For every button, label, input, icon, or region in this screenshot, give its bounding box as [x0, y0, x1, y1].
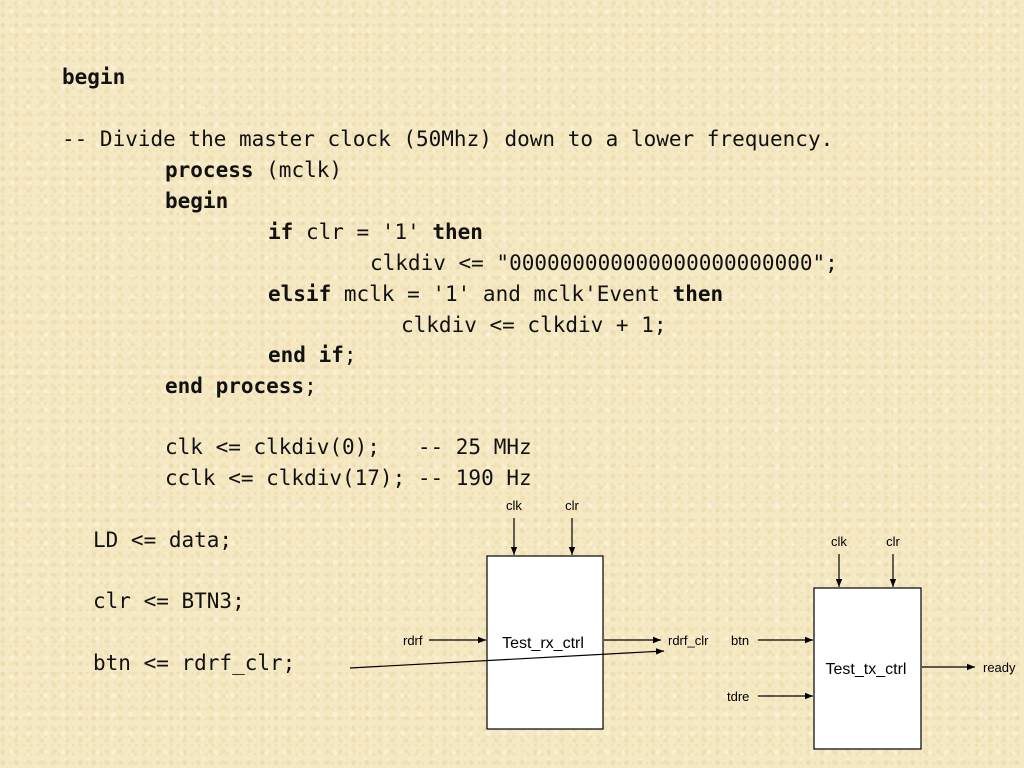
- code-clr-assign: clr <= BTN3;: [93, 589, 245, 613]
- keyword-elsif: elsif: [268, 282, 332, 306]
- tx-ready-label: ready: [983, 660, 1016, 675]
- tx-tdre-label: tdre: [727, 689, 749, 704]
- code-clkdiv-increment: clkdiv <= clkdiv + 1;: [401, 313, 667, 337]
- code-clkdiv-reset: clkdiv <= "000000000000000000000000";: [370, 251, 838, 275]
- code-btn-assign: btn <= rdrf_clr;: [93, 651, 296, 675]
- tx-clr-label: clr: [886, 534, 900, 549]
- code-process-line: process (mclk): [165, 157, 342, 183]
- rx-rdrf-clr-label: rdrf_clr: [668, 633, 709, 648]
- tx-ctrl-label: Test_tx_ctrl: [826, 661, 907, 678]
- end-process-semicolon: ;: [304, 374, 317, 398]
- rx-ctrl-block: [486, 555, 604, 730]
- code-if-line: if clr = '1' then: [268, 219, 483, 245]
- rx-rdrf-label: rdrf: [403, 633, 423, 648]
- elsif-condition: mclk = '1' and mclk'Event: [331, 282, 673, 306]
- process-sensitivity: (mclk): [253, 158, 343, 182]
- code-cclk-assign: cclk <= clkdiv(17); -- 190 Hz: [165, 466, 532, 490]
- code-clk-assign: clk <= clkdiv(0); -- 25 MHz: [165, 435, 532, 459]
- end-if-semicolon: ;: [343, 343, 357, 367]
- btn-to-rdrf-clr-pointer: [349, 648, 665, 669]
- code-process-begin: begin: [165, 189, 229, 213]
- code-ld-assign: LD <= data;: [93, 528, 233, 552]
- code-comment-divide: -- Divide the master clock (50Mhz) down …: [62, 127, 834, 151]
- rx-clk-label: clk: [506, 498, 522, 513]
- code-end-process-line: end process;: [165, 373, 317, 399]
- code-begin: begin: [62, 65, 126, 89]
- rx-clr-label: clr: [565, 498, 579, 513]
- keyword-then: then: [432, 220, 483, 244]
- rx-ctrl-label: Test_rx_ctrl: [502, 635, 584, 652]
- keyword-process: process: [165, 158, 254, 182]
- keyword-end-if: end if: [268, 343, 344, 367]
- tx-clk-label: clk: [831, 534, 847, 549]
- code-elsif-line: elsif mclk = '1' and mclk'Event then: [268, 281, 723, 307]
- keyword-end-process: end process: [165, 374, 305, 398]
- keyword-if: if: [268, 220, 294, 244]
- tx-btn-label: btn: [731, 633, 749, 648]
- tx-ctrl-block: [813, 587, 922, 750]
- code-end-if-line: end if;: [268, 342, 357, 368]
- if-condition: clr = '1': [293, 220, 433, 244]
- keyword-then-2: then: [672, 282, 724, 306]
